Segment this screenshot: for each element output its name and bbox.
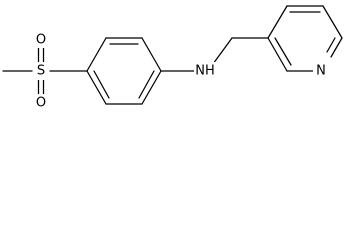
amine-label: NH [195, 64, 215, 79]
oxygen-top-atom: O [33, 30, 49, 48]
sulfur-label: S [37, 64, 45, 79]
amine-atom: NH [194, 62, 216, 80]
sulfonyl-double-bond-bottom [37, 79, 45, 95]
ring-nitrogen-atom: N [313, 62, 329, 80]
sulfonyl-double-bond-top [37, 47, 45, 63]
sulfur-atom: S [33, 62, 49, 80]
oxygen-top-label: O [36, 33, 46, 48]
oxygen-bottom-label: O [36, 96, 46, 111]
pyridine-ring [267, 5, 343, 72]
chemical-structure: S O O NH N [2, 5, 343, 112]
benzene-ring [86, 37, 162, 105]
ring-nitrogen-label: N [316, 64, 326, 79]
oxygen-bottom-atom: O [33, 94, 49, 112]
amine-methylene-bond [212, 37, 233, 65]
